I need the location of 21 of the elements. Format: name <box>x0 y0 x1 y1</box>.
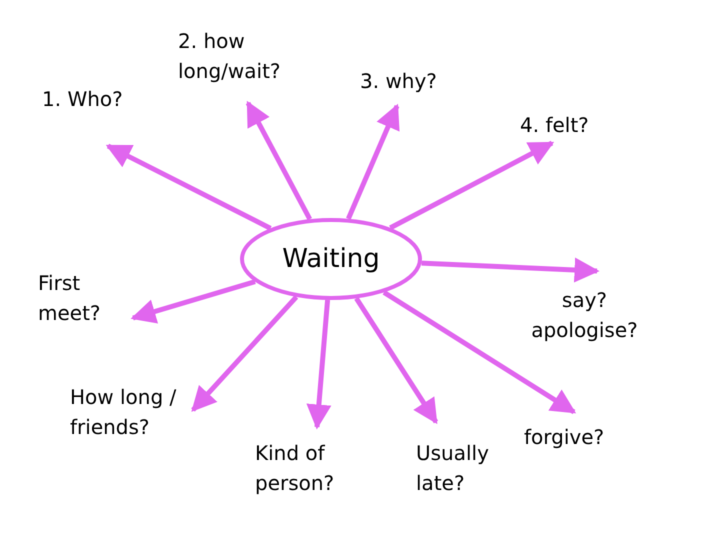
arrow <box>389 140 554 230</box>
arrow <box>191 295 298 412</box>
arrow <box>354 297 438 424</box>
arrow <box>306 300 332 430</box>
question-label: First meet? <box>38 270 102 327</box>
question-label: 3. why? <box>360 68 438 95</box>
question-label: Kind of person? <box>255 440 336 497</box>
arrow <box>106 144 272 231</box>
topic-label: Waiting <box>282 242 380 276</box>
arrow <box>346 104 400 220</box>
question-label: 4. felt? <box>520 112 590 139</box>
question-label: 1. Who? <box>42 86 124 113</box>
question-label: Usually late? <box>416 440 490 497</box>
question-label: say? apologise? <box>530 287 639 344</box>
question-label: How long / friends? <box>70 384 178 441</box>
question-label: forgive? <box>524 424 606 451</box>
arrow <box>246 100 312 220</box>
arrow <box>421 258 600 282</box>
arrow <box>382 290 576 414</box>
arrow <box>130 279 256 324</box>
question-label: 2. how long/wait? <box>178 28 282 85</box>
